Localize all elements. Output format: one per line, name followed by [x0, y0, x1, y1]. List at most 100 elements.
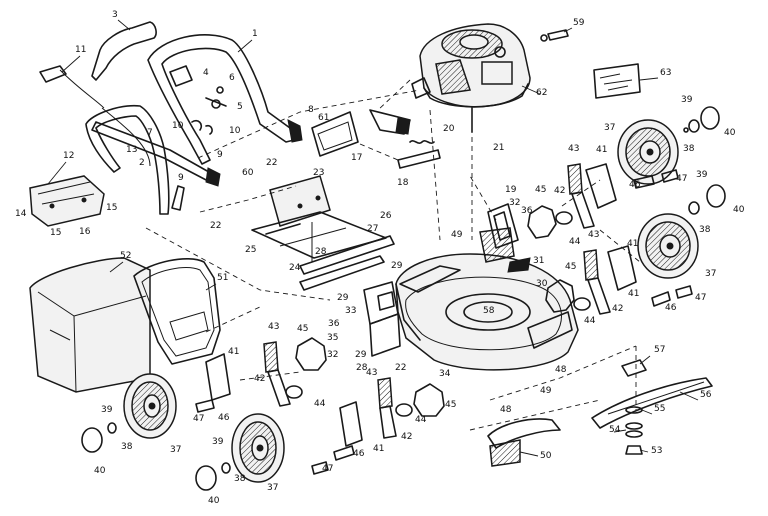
- wheel-rear-left: [81, 373, 177, 453]
- part-label: 60: [242, 168, 254, 178]
- part-label: 48: [500, 405, 512, 415]
- part-label: 45: [445, 400, 456, 410]
- part-label: 32: [327, 350, 338, 360]
- part-label: 63: [660, 68, 671, 78]
- part-label: 59: [573, 18, 585, 28]
- part-label: 62: [536, 88, 547, 98]
- part-label: 17: [351, 153, 362, 163]
- part-label: 19: [505, 185, 517, 195]
- part-label: 39: [212, 437, 224, 447]
- grass-catcher-frame: [133, 258, 221, 365]
- part-label: 23: [313, 168, 324, 178]
- part-label: 52: [120, 251, 131, 261]
- part-label: 40: [733, 205, 745, 215]
- part-label: 8: [308, 105, 314, 115]
- part-label: 12: [63, 151, 74, 161]
- control-cable: [39, 65, 151, 167]
- part-label: 32: [509, 198, 520, 208]
- part-label: 58: [483, 306, 495, 316]
- part-label: 40: [94, 466, 106, 476]
- part-label: 43: [588, 230, 599, 240]
- part-label: 28: [356, 363, 368, 373]
- part-label: 44: [584, 316, 596, 326]
- part-label: 44: [415, 415, 427, 425]
- part-label: 39: [101, 405, 113, 415]
- part-label: 46: [665, 303, 677, 313]
- part-label: 61: [318, 113, 329, 123]
- part-label: 34: [439, 369, 451, 379]
- part-label: 22: [210, 221, 221, 231]
- part-label: 42: [612, 304, 623, 314]
- dashed-assembly-lines: [145, 79, 641, 431]
- part-label: 10: [172, 121, 184, 131]
- rear-bracket: [29, 175, 105, 227]
- part-label: 29: [391, 261, 403, 271]
- part-label: 44: [314, 399, 326, 409]
- part-label: 15: [50, 228, 61, 238]
- part-label: 5: [237, 102, 243, 112]
- part-label: 53: [651, 446, 662, 456]
- part-label: 35: [327, 333, 338, 343]
- mower-blade: [591, 377, 713, 429]
- part-label: 22: [266, 158, 277, 168]
- part-label: 46: [353, 449, 365, 459]
- part-label: 41: [228, 347, 239, 357]
- part-label: 57: [654, 345, 665, 355]
- part-label: 39: [696, 170, 708, 180]
- part-label: 22: [395, 363, 406, 373]
- handle-bracket-plate: [311, 109, 411, 157]
- bolt-59: [540, 29, 569, 42]
- part-label: 13: [126, 145, 137, 155]
- part-label: 10: [229, 126, 241, 136]
- part-label: 29: [355, 350, 367, 360]
- part-label: 21: [493, 143, 504, 153]
- chute-bracket: [487, 203, 531, 273]
- part-label: 37: [705, 269, 716, 279]
- part-label: 43: [568, 144, 579, 154]
- part-label: 38: [234, 474, 246, 484]
- part-label: 37: [267, 483, 278, 493]
- part-label: 24: [289, 263, 301, 273]
- part-label: 46: [629, 180, 641, 190]
- part-label: 44: [569, 237, 581, 247]
- part-label: 6: [229, 73, 235, 83]
- part-label: 47: [676, 174, 687, 184]
- part-label: 47: [695, 293, 706, 303]
- part-label: 47: [193, 414, 204, 424]
- part-label: 47: [322, 464, 333, 474]
- part-label: 27: [367, 224, 378, 234]
- handle-top-bar: [91, 21, 157, 81]
- part-label: 3: [112, 10, 118, 20]
- part-label: 36: [328, 319, 340, 329]
- part-label: 51: [217, 273, 228, 283]
- part-label: 42: [401, 432, 412, 442]
- handle-hardware: [169, 65, 227, 211]
- part-label: 26: [380, 211, 392, 221]
- part-label: 9: [217, 150, 223, 160]
- part-label: 9: [178, 173, 184, 183]
- mower-deck: [395, 227, 579, 371]
- part-label: 41: [373, 444, 384, 454]
- part-label: 41: [628, 289, 639, 299]
- part-label: 30: [536, 279, 548, 289]
- part-label: 38: [683, 144, 695, 154]
- part-label: 42: [254, 374, 265, 384]
- part-label: 41: [596, 145, 607, 155]
- part-label: 1: [252, 29, 258, 39]
- control-plate: [251, 175, 387, 259]
- part-label: 43: [366, 368, 377, 378]
- decal: [593, 63, 641, 99]
- part-label: 18: [397, 178, 409, 188]
- axle-bolts: [195, 169, 693, 475]
- part-label: 45: [565, 262, 576, 272]
- part-label: 25: [245, 245, 256, 255]
- part-label: 54: [609, 425, 621, 435]
- part-label: 38: [699, 225, 711, 235]
- part-label: 49: [540, 386, 552, 396]
- wheel-front-right-top: [617, 106, 720, 185]
- axle-rods: [299, 222, 395, 291]
- lower-handle: [85, 104, 221, 215]
- baffle: [487, 418, 561, 467]
